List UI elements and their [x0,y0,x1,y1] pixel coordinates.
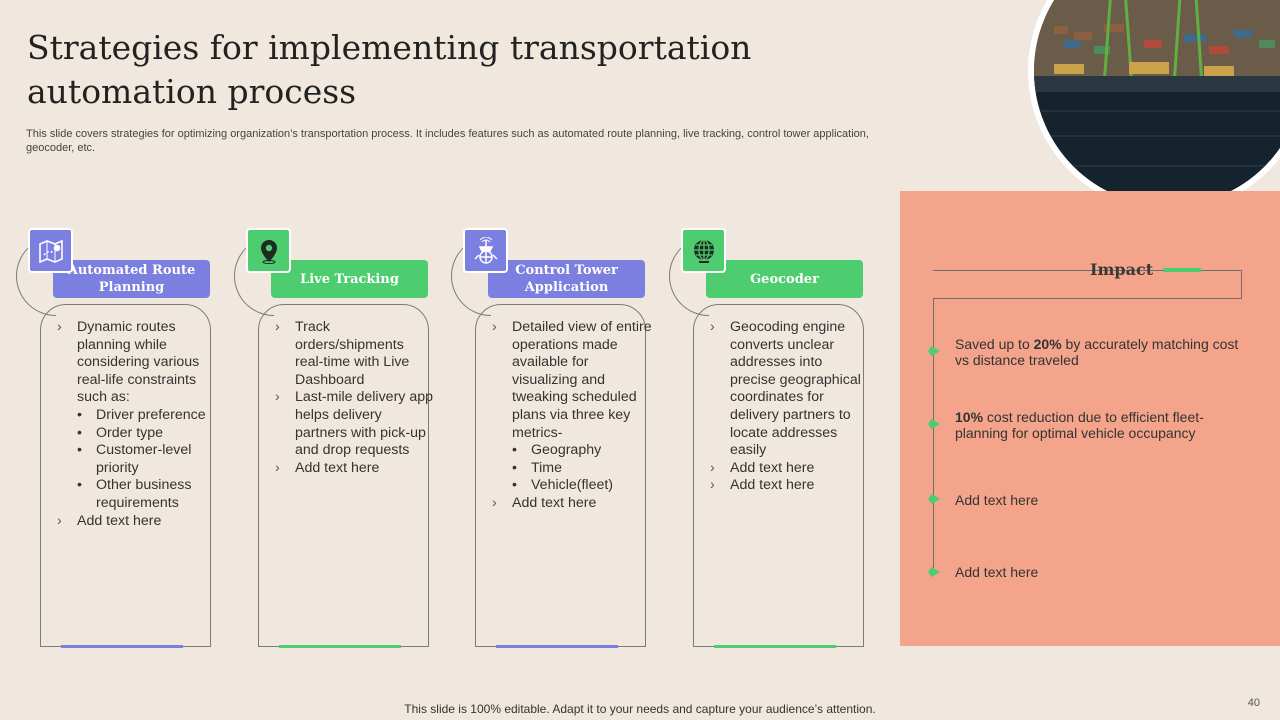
impact-point: Add text here [955,492,1245,508]
list-item: Add text here [492,495,652,513]
globe-icon [681,228,726,273]
port-photo-frame [1028,0,1280,212]
timeline-marker-icon [928,494,940,504]
slide-title: Strategies for implementing transportati… [27,28,752,111]
route-map-icon [28,228,73,273]
strategy-heading: Geocoder [706,260,863,298]
list-item: Add text here [710,477,870,495]
list-item: Add text here [710,460,870,478]
list-item: Track orders/shipments real-time with Li… [275,319,435,389]
impact-frame-line [933,270,1242,299]
port-cranes-photo [1034,0,1280,206]
impact-point-highlight: 20% [1033,336,1062,352]
timeline-marker-icon [928,419,940,429]
slide-subtitle: This slide covers strategies for optimiz… [26,128,869,154]
sub-list-item: Geography [492,442,652,460]
list-item: Add text here [57,513,217,531]
impact-point: Add text here [955,564,1245,580]
impact-panel: Impact Saved up to 20% by accurately mat… [900,191,1280,646]
strategy-column-live-tracking: Live Tracking Track orders/shipments rea… [234,228,464,650]
sub-list-item: Vehicle(fleet) [492,477,652,495]
accent-underline [496,645,618,648]
strategy-heading: Live Tracking [271,260,428,298]
strategy-column-control-tower: Control Tower Application Detailed view … [451,228,681,650]
sub-list-item: Time [492,460,652,478]
control-tower-icon [463,228,508,273]
strategy-column-route-planning: Automated Route Planning Dynamic routes … [16,228,246,650]
impact-point-text: Add text here [955,564,1039,580]
sub-list-item: Other business requirements [57,477,217,512]
sub-list-item: Customer-level priority [57,442,217,477]
strategy-list: Track orders/shipments real-time with Li… [275,319,435,477]
list-item: Add text here [275,460,435,478]
strategy-heading: Control Tower Application [488,260,645,298]
location-pin-icon [246,228,291,273]
impact-point-text: by accurately matching cost vs distance … [955,336,1239,368]
slide-footer: This slide is 100% editable. Adapt it to… [404,702,876,716]
strategy-list: Geocoding engine converts unclear addres… [710,319,870,495]
strategy-column-geocoder: Geocoder Geocoding engine converts uncle… [669,228,899,650]
list-item: Last-mile delivery app helps delivery pa… [275,389,435,459]
accent-underline [714,645,836,648]
list-item: Detailed view of entire operations made … [492,319,652,442]
strategy-heading: Automated Route Planning [53,260,210,298]
impact-point-highlight: 10% [955,409,984,425]
impact-point-text: Saved up to [955,336,1034,352]
impact-title: Impact [1090,260,1154,279]
list-item: Dynamic routes planning while considerin… [57,319,217,407]
strategy-list: Dynamic routes planning while considerin… [57,319,217,530]
impact-timeline [933,299,934,573]
impact-point: Saved up to 20% by accurately matching c… [955,336,1245,368]
strategy-list: Detailed view of entire operations made … [492,319,652,513]
sub-list-item: Order type [57,425,217,443]
page-number: 40 [1247,697,1260,709]
list-item: Geocoding engine converts unclear addres… [710,319,870,460]
accent-underline [279,645,401,648]
timeline-marker-icon [928,567,940,577]
impact-point-text: Add text here [955,492,1039,508]
timeline-marker-icon [928,346,940,356]
sub-list-item: Driver preference [57,407,217,425]
impact-point-text: cost reduction due to efficient fleet-pl… [955,409,1204,441]
impact-point: 10% cost reduction due to efficient flee… [955,409,1245,441]
impact-accent-bar [1163,268,1201,272]
accent-underline [61,645,183,648]
